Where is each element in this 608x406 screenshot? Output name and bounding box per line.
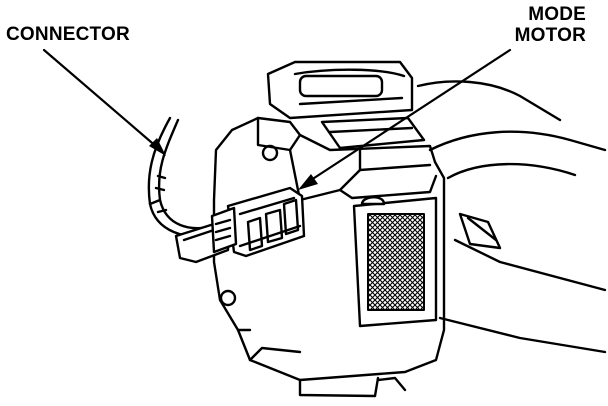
vent-panel [352, 196, 438, 328]
background-duct [416, 80, 607, 354]
connector-arrowhead [149, 138, 166, 156]
housing-body [212, 116, 446, 398]
mode-motor-label-line2: MOTOR [514, 25, 586, 46]
mode-motor-label: MODE MOTOR [515, 4, 586, 46]
housing-top [266, 60, 426, 150]
mode-motor-arrowhead [298, 174, 318, 190]
leader-lines [42, 48, 512, 184]
connector-label: CONNECTOR [6, 24, 130, 45]
mode-motor-label-line1: MODE [528, 4, 586, 25]
mode-motor-socket [226, 186, 306, 258]
